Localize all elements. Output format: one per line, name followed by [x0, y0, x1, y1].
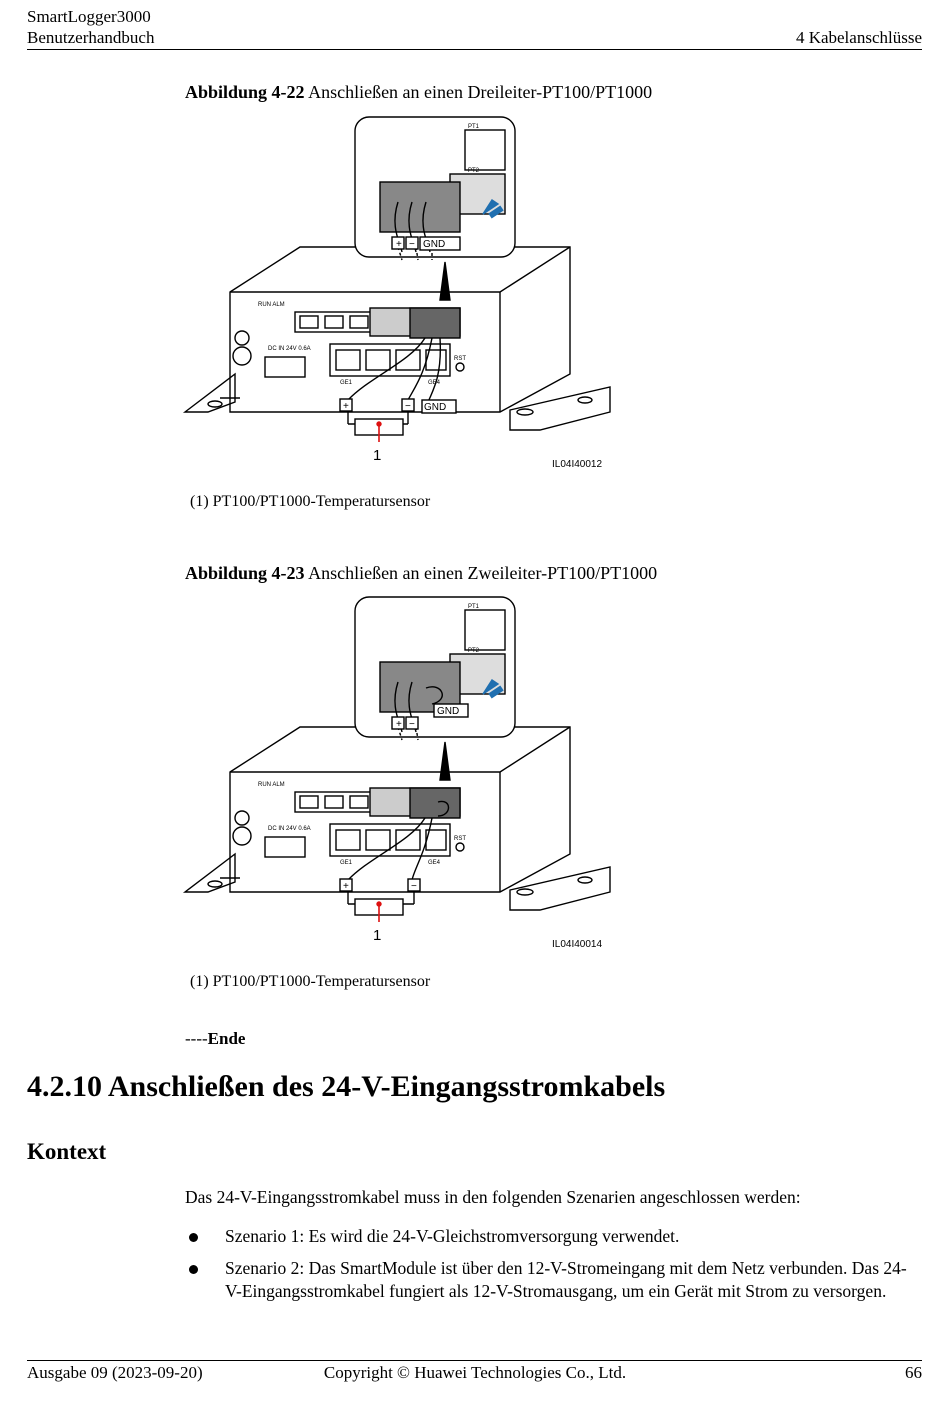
list-item: Szenario 2: Das SmartModule ist über den…	[185, 1257, 920, 1304]
footer-rule	[27, 1360, 922, 1361]
terminal-plus-inset: +	[396, 719, 402, 730]
terminal-pt1-label: PT1	[468, 604, 480, 610]
end-word: Ende	[207, 1029, 246, 1048]
ge4-label: GE4	[428, 380, 441, 386]
chapter-title: 4 Kabelanschlüsse	[795, 28, 922, 47]
list-item: Szenario 1: Es wird die 24-V-Gleichstrom…	[185, 1225, 920, 1249]
list-item-text: Szenario 2: Das SmartModule ist über den…	[225, 1257, 907, 1302]
terminal-minus-inset: −	[409, 239, 415, 250]
wiring-diagram-two-wire: + − GND PT1 PT2 RUN ALM DC IN 24V 0.6A R…	[180, 592, 620, 962]
edition-label: Ausgabe 09 (2023-09-20)	[27, 1363, 203, 1382]
figure-caption: Abbildung 4-23 Anschließen an einen Zwei…	[185, 562, 657, 584]
ge4-label: GE4	[428, 860, 441, 866]
section-heading: 4.2.10 Anschließen des 24-V-Eingangsstro…	[27, 1070, 666, 1103]
terminal-gnd-inset: GND	[423, 239, 445, 250]
figure-caption-text: Anschließen an einen Dreileiter-PT100/PT…	[308, 82, 653, 102]
terminal-pt2-label: PT2	[468, 648, 480, 654]
ge1-label: GE1	[340, 860, 353, 866]
figure-label: Abbildung 4-23	[185, 563, 305, 583]
manual-name: Benutzerhandbuch	[27, 28, 155, 47]
terminal-pt2-label: PT2	[468, 168, 480, 174]
figure-label: Abbildung 4-22	[185, 82, 305, 102]
figure-legend: (1) PT100/PT1000-Temperatursensor	[190, 493, 431, 510]
running-header-left: SmartLogger3000 Benutzerhandbuch	[27, 6, 154, 48]
procedure-end-marker: ----Ende	[185, 1028, 245, 1049]
ge1-label: GE1	[340, 380, 353, 386]
run-alm-label: RUN ALM	[258, 782, 285, 788]
figure-legend: (1) PT100/PT1000-Temperatursensor	[190, 973, 431, 990]
bullet-icon	[189, 1233, 198, 1242]
figure-caption-text: Anschließen an einen Zweileiter-PT100/PT…	[308, 563, 658, 583]
product-name: SmartLogger3000	[27, 7, 151, 26]
terminal-minus-probe: −	[411, 881, 417, 892]
run-alm-label: RUN ALM	[258, 302, 285, 308]
terminal-gnd-inset: GND	[437, 706, 459, 717]
scenario-list: Szenario 1: Es wird die 24-V-Gleichstrom…	[185, 1225, 920, 1312]
terminal-plus-inset: +	[396, 239, 402, 250]
intro-paragraph: Das 24-V-Eingangsstromkabel muss in den …	[185, 1187, 801, 1207]
terminal-minus-probe: −	[405, 401, 411, 412]
wiring-diagram-three-wire: + − GND PT1 PT2 RUN ALM DC IN 24V 0.6A R…	[180, 112, 620, 482]
callout-number: 1	[373, 447, 381, 464]
dc-in-label: DC IN 24V 0.6A	[268, 826, 311, 832]
copyright-notice: Copyright © Huawei Technologies Co., Ltd…	[323, 1363, 627, 1382]
rst-label: RST	[454, 356, 466, 362]
list-item-text: Szenario 1: Es wird die 24-V-Gleichstrom…	[225, 1226, 680, 1246]
terminal-minus-inset: −	[409, 719, 415, 730]
page-number: 66	[905, 1363, 922, 1382]
image-id: IL04I40012	[552, 459, 602, 470]
terminal-gnd-probe: GND	[424, 402, 446, 413]
callout-number: 1	[373, 927, 381, 944]
terminal-pt1-label: PT1	[468, 124, 480, 130]
figure-caption: Abbildung 4-22 Anschließen an einen Drei…	[185, 81, 652, 103]
terminal-plus-probe: +	[343, 401, 349, 412]
bullet-icon	[189, 1264, 198, 1274]
subsection-heading: Kontext	[27, 1139, 107, 1164]
end-dashes: ----	[185, 1029, 208, 1048]
dc-in-label: DC IN 24V 0.6A	[268, 346, 311, 352]
image-id: IL04I40014	[552, 939, 602, 950]
terminal-plus-probe: +	[343, 881, 349, 892]
header-rule	[27, 49, 922, 50]
rst-label: RST	[454, 836, 466, 842]
